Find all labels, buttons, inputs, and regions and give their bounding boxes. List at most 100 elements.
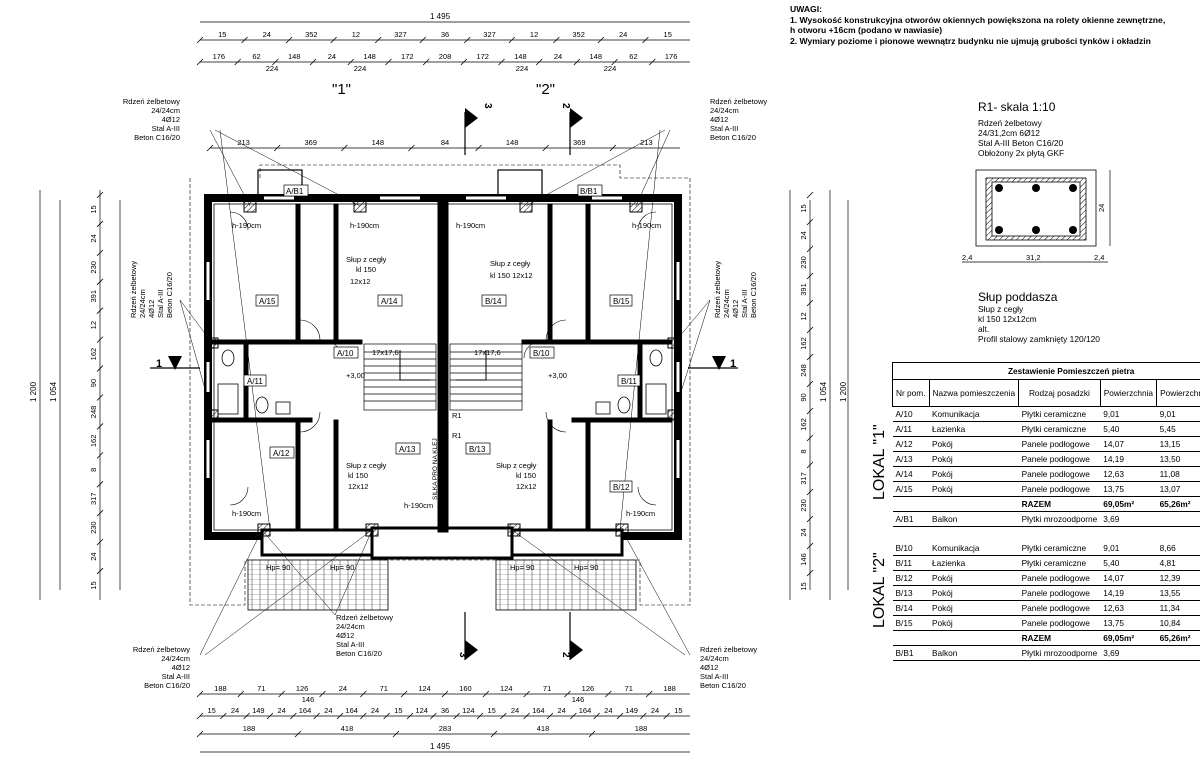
botRow2-label: 164 [345,706,358,715]
dimension-tick [806,488,814,496]
rightCol-label: 24 [799,528,808,536]
dimension-tick [645,690,653,698]
section-mark-2-bottom: 2 [560,652,571,658]
dimension-tick [806,326,814,334]
staircase [363,343,523,411]
svg-text:Stal A-III: Stal A-III [700,672,728,681]
svg-text:Beton C16/20: Beton C16/20 [710,133,756,142]
rdzen-label-bottom-right: Rdzeń żelbetowy 24/24cm 4Ø12 Stal A-III … [700,645,757,690]
table-cell [892,630,930,646]
svg-text:Hp= 90: Hp= 90 [574,563,598,572]
dimension-tick [588,730,596,738]
svg-text:24/24cm: 24/24cm [161,654,190,663]
r1-description: R1- skala 1:10 Rdzeń żelbetowy 24/31,2cm… [978,101,1064,158]
svg-text:24/24cm: 24/24cm [710,106,739,115]
botRow2-label: 24 [557,706,565,715]
rightCol-label: 230 [799,256,808,269]
table-cell: 69,05m² [1100,630,1157,646]
dimension-tick [806,407,814,415]
section-mark-2-top: 2 [560,103,571,109]
leftCol-label: 8 [89,468,98,472]
svg-text:h-190cm: h-190cm [632,221,661,230]
rightCol-label: 12 [799,312,808,320]
dimension-tick [476,712,484,720]
topRow3-label: 369 [573,138,586,147]
dimension-tick [406,712,414,720]
dimension-tick [642,36,649,44]
svg-text:Rdzeń żelbetowy: Rdzeń żelbetowy [700,645,757,654]
table-cell: A/12 [892,436,930,452]
rightCol-label: 15 [799,204,808,212]
svg-text:24/24cm: 24/24cm [138,289,147,318]
svg-text:Stal A-III: Stal A-III [156,290,165,318]
table-cell: Płytki ceramiczne [1018,421,1101,437]
rightCol-label: 162 [799,337,808,350]
dimension-tick [441,690,449,698]
table-cell: Łazienka [929,421,1019,437]
topRow2-label: 172 [476,52,489,61]
roof-outline [189,164,691,606]
svg-text:A/13: A/13 [399,445,416,454]
table-cell: 5,40 [1100,421,1157,437]
r1-dim-h: 24 [1097,204,1106,212]
botRow2-label: 164 [299,706,312,715]
table-cell: RAZEM [1018,630,1101,646]
table-caption: Zestawienie Pomieszczeń pietra [891,362,1200,380]
table-cell: B/14 [892,600,930,616]
r1-dim-w1: 2,4 [962,253,972,262]
dimension-tick [419,36,427,44]
svg-text:h-190cm: h-190cm [456,221,485,230]
dimension-tick [330,36,337,44]
table-cell: Pokój [929,451,1019,467]
svg-text:Słup z cegły: Słup z cegły [490,259,531,268]
dimension-tick [360,690,367,698]
leader-lines [150,112,738,660]
table-cell: Płytki mrozoodporne [1018,511,1101,527]
notes-block: UWAGI: 1. Wysokość konstrukcyjna otworów… [790,4,1195,46]
table-cell: Płytki ceramiczne [1018,541,1101,556]
table-cell: 4,81 [1156,555,1200,571]
dimension-tick [546,712,554,720]
dimension-tick [564,690,571,698]
svg-text:B/13: B/13 [469,445,486,454]
svg-text:12x12: 12x12 [348,482,368,491]
botRow2-label: 149 [625,706,638,715]
dimension-tick [96,336,104,343]
dimension-tick [400,690,408,698]
svg-text:Hp= 90: Hp= 90 [330,563,354,572]
dimension-tick [96,509,104,517]
table-cell: RAZEM [1018,496,1101,512]
col-header-area: Powierzchnia [1099,379,1158,407]
table-cell: A/14 [892,466,930,482]
leftCol-label: 162 [89,435,98,448]
dimension-tick [475,144,482,152]
svg-text:Beton C16/20: Beton C16/20 [144,681,190,690]
dimension-tick [206,144,214,152]
dimension-tick [535,58,543,66]
dimension-tick [360,712,367,720]
botRow1-label: 188 [663,684,676,693]
svg-text:kl 150 12x12: kl 150 12x12 [490,271,533,280]
dimension-tick [336,712,344,720]
dimension-tick [96,423,104,430]
topRow1-label: 327 [394,30,407,39]
table-cell: 69,05m² [1100,496,1157,512]
dimension-tick [806,353,814,361]
botRow2-label: 124 [462,706,475,715]
dimension-tick [806,272,814,280]
botRow1-label: 126 [296,684,309,693]
table-cell: Panele podłogowe [1018,451,1101,467]
svg-text:h-190cm: h-190cm [232,509,261,518]
topRow3-label: 213 [640,138,653,147]
dimension-tick [237,690,245,698]
svg-text:B/12: B/12 [613,483,630,492]
table-cell [929,630,1019,646]
dimension-tick [498,58,505,66]
dimension-tick [285,36,293,44]
